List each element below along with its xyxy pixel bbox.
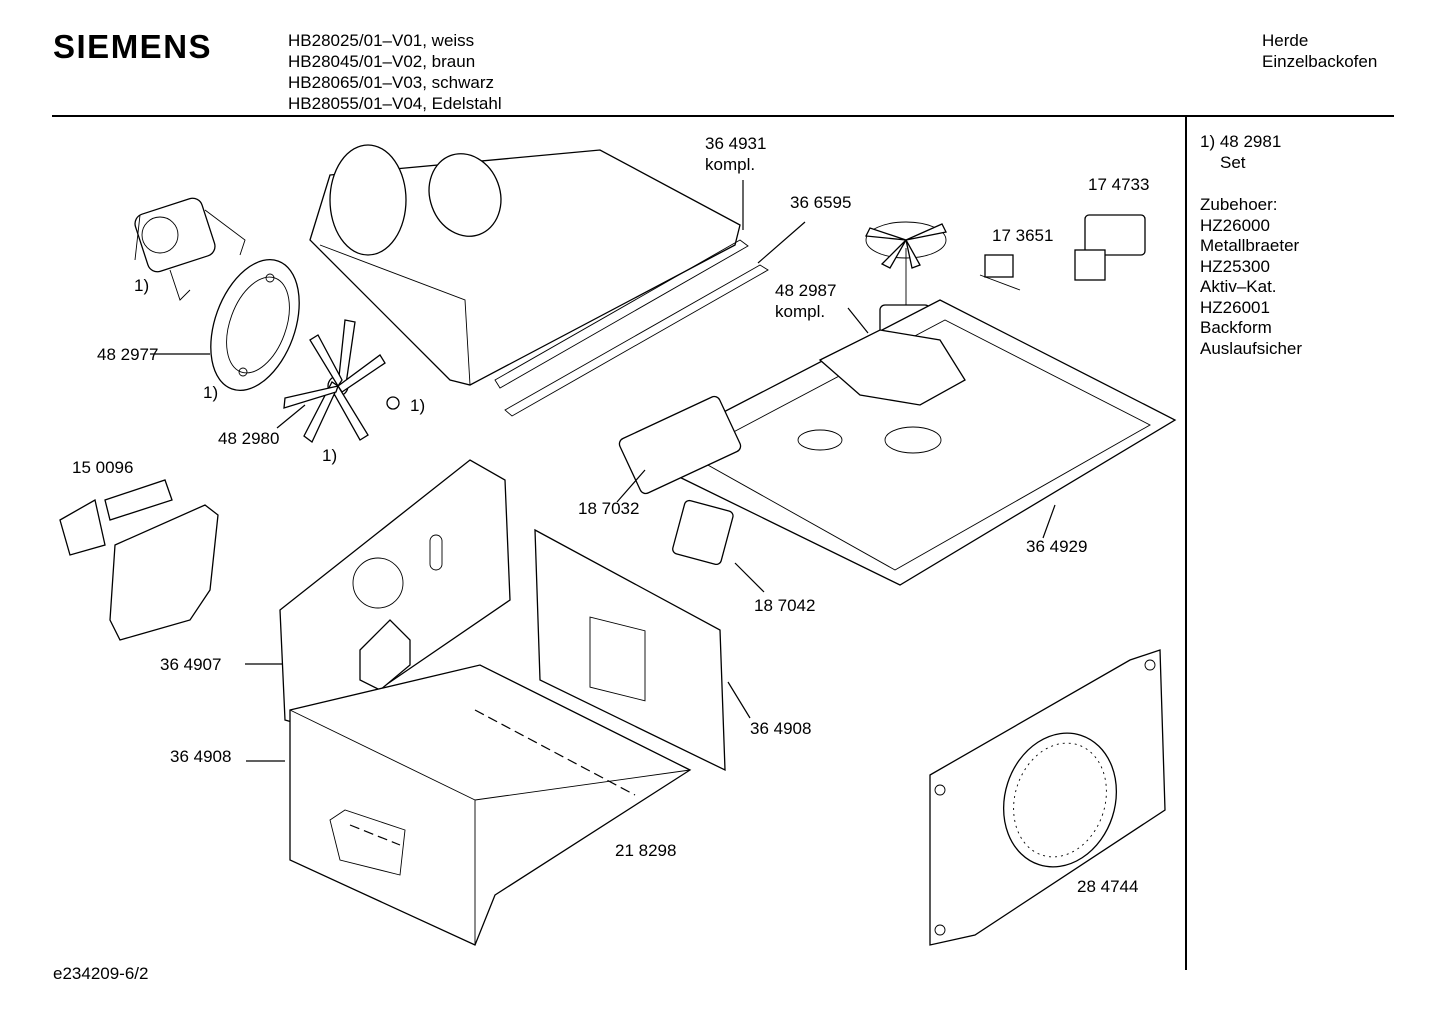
accessory-item: HZ26000 [1200, 215, 1270, 235]
part-label-173651: 17 3651 [992, 226, 1054, 245]
footnote-marker: 1) [203, 383, 219, 402]
lamp-holder-part [672, 499, 734, 566]
accessory-item: HZ25300 [1200, 256, 1270, 276]
model-list: HB28025/01–V01, weiss HB28045/01–V02, br… [288, 30, 502, 114]
back-wall-part [279, 459, 511, 731]
rear-panel-part [929, 649, 1166, 946]
accessories-title: Zubehoer: [1200, 195, 1278, 214]
accessory-item: Backform [1200, 318, 1272, 337]
footnote-marker: 1) [322, 446, 338, 465]
category-line: Herde [1262, 31, 1309, 50]
part-label-150096: 15 0096 [72, 458, 134, 477]
sidebar-divider [1185, 116, 1187, 970]
part-label-364929: 36 4929 [1026, 537, 1088, 556]
model-line: HB28025/01–V01, weiss [288, 31, 475, 50]
product-category: Herde Einzelbackofen [1262, 30, 1377, 72]
part-label-366595: 36 6595 [790, 193, 852, 212]
bracket-part [59, 479, 219, 641]
part-label-187042: 18 7042 [754, 596, 816, 615]
relay-part [1074, 214, 1146, 281]
category-line: Einzelbackofen [1262, 52, 1378, 71]
part-label-284744: 28 4744 [1077, 877, 1139, 896]
set-label: Set [1220, 152, 1246, 172]
part-note-364931: kompl. [705, 155, 756, 174]
oven-cavity-part [289, 664, 692, 946]
part-label-174733: 17 4733 [1088, 175, 1150, 194]
part-label-482987: 48 2987 [775, 281, 837, 300]
accessory-item: Auslaufsicher [1200, 338, 1303, 358]
top-duct-part [309, 144, 769, 417]
footnote-marker: 1) [410, 396, 426, 415]
accessory-item: Aktiv–Kat. [1200, 277, 1277, 296]
model-line: HB28055/01–V04, Edelstahl [288, 94, 502, 113]
fan-back-plate-part [210, 259, 300, 391]
side-wall-right-part [534, 528, 726, 772]
drawing-id: e234209-6/2 [53, 964, 149, 983]
model-line: HB28045/01–V02, braun [288, 52, 476, 71]
part-label-482977: 48 2977 [97, 345, 159, 364]
accessory-item: HZ26001 [1200, 297, 1270, 317]
fan-wheel-part [283, 319, 400, 444]
oven-top-plate-part [618, 299, 1177, 586]
part-label-364931: 36 4931 [705, 134, 767, 153]
part-label-364908-left: 36 4908 [170, 747, 232, 766]
header-divider [52, 115, 1394, 117]
part-label-364908-right: 36 4908 [750, 719, 812, 738]
set-number: 1) 48 2981 [1200, 132, 1282, 151]
fan-motor-part [134, 197, 246, 301]
part-note-482987: kompl. [775, 302, 826, 321]
accessory-item: Metallbraeter [1200, 236, 1300, 255]
model-line: HB28065/01–V03, schwarz [288, 73, 495, 92]
part-label-187032: 18 7032 [578, 499, 640, 518]
part-label-364907: 36 4907 [160, 655, 222, 674]
part-label-482980: 48 2980 [218, 429, 280, 448]
part-label-218298: 21 8298 [615, 841, 677, 860]
leader-lines [150, 180, 1056, 762]
brand-logo: SIEMENS [53, 28, 213, 65]
switch-part [979, 254, 1021, 291]
sidebar-notes: 1) 48 2981 Set Zubehoer: HZ26000 Metallb… [1200, 132, 1302, 359]
footnote-marker: 1) [134, 276, 150, 295]
